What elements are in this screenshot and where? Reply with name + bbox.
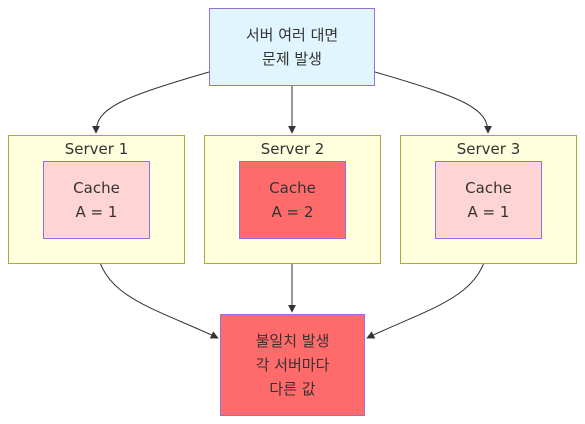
multi-server-problem-label: 서버 여러 대면 문제 발생 bbox=[245, 26, 339, 68]
server-3-cache-node: Cache A = 1 bbox=[435, 161, 542, 239]
server-3-title: Server 3 bbox=[456, 140, 521, 158]
server-3-cluster: Server 3 Cache A = 1 bbox=[400, 135, 577, 264]
server-2-cache-node: Cache A = 2 bbox=[239, 161, 346, 239]
server-2-cluster: Server 2 Cache A = 2 bbox=[204, 135, 381, 264]
server-1-title: Server 1 bbox=[64, 140, 129, 158]
multi-server-problem-node: 서버 여러 대면 문제 발생 bbox=[209, 8, 375, 86]
server-1-cluster: Server 1 Cache A = 1 bbox=[8, 135, 185, 264]
inconsistency-result-label: 불일치 발생 각 서버마다 다른 값 bbox=[255, 332, 330, 398]
server-3-cache-label: Cache A = 1 bbox=[465, 179, 512, 221]
server-2-title: Server 2 bbox=[260, 140, 325, 158]
inconsistency-result-node: 불일치 발생 각 서버마다 다른 값 bbox=[220, 314, 365, 416]
edge-top-to-server-1 bbox=[92, 71, 210, 134]
server-2-cache-label: Cache A = 2 bbox=[269, 179, 316, 221]
server-1-cache-label: Cache A = 1 bbox=[73, 179, 120, 221]
edge-top-to-server-3 bbox=[374, 71, 492, 134]
server-1-cache-node: Cache A = 1 bbox=[43, 161, 150, 239]
